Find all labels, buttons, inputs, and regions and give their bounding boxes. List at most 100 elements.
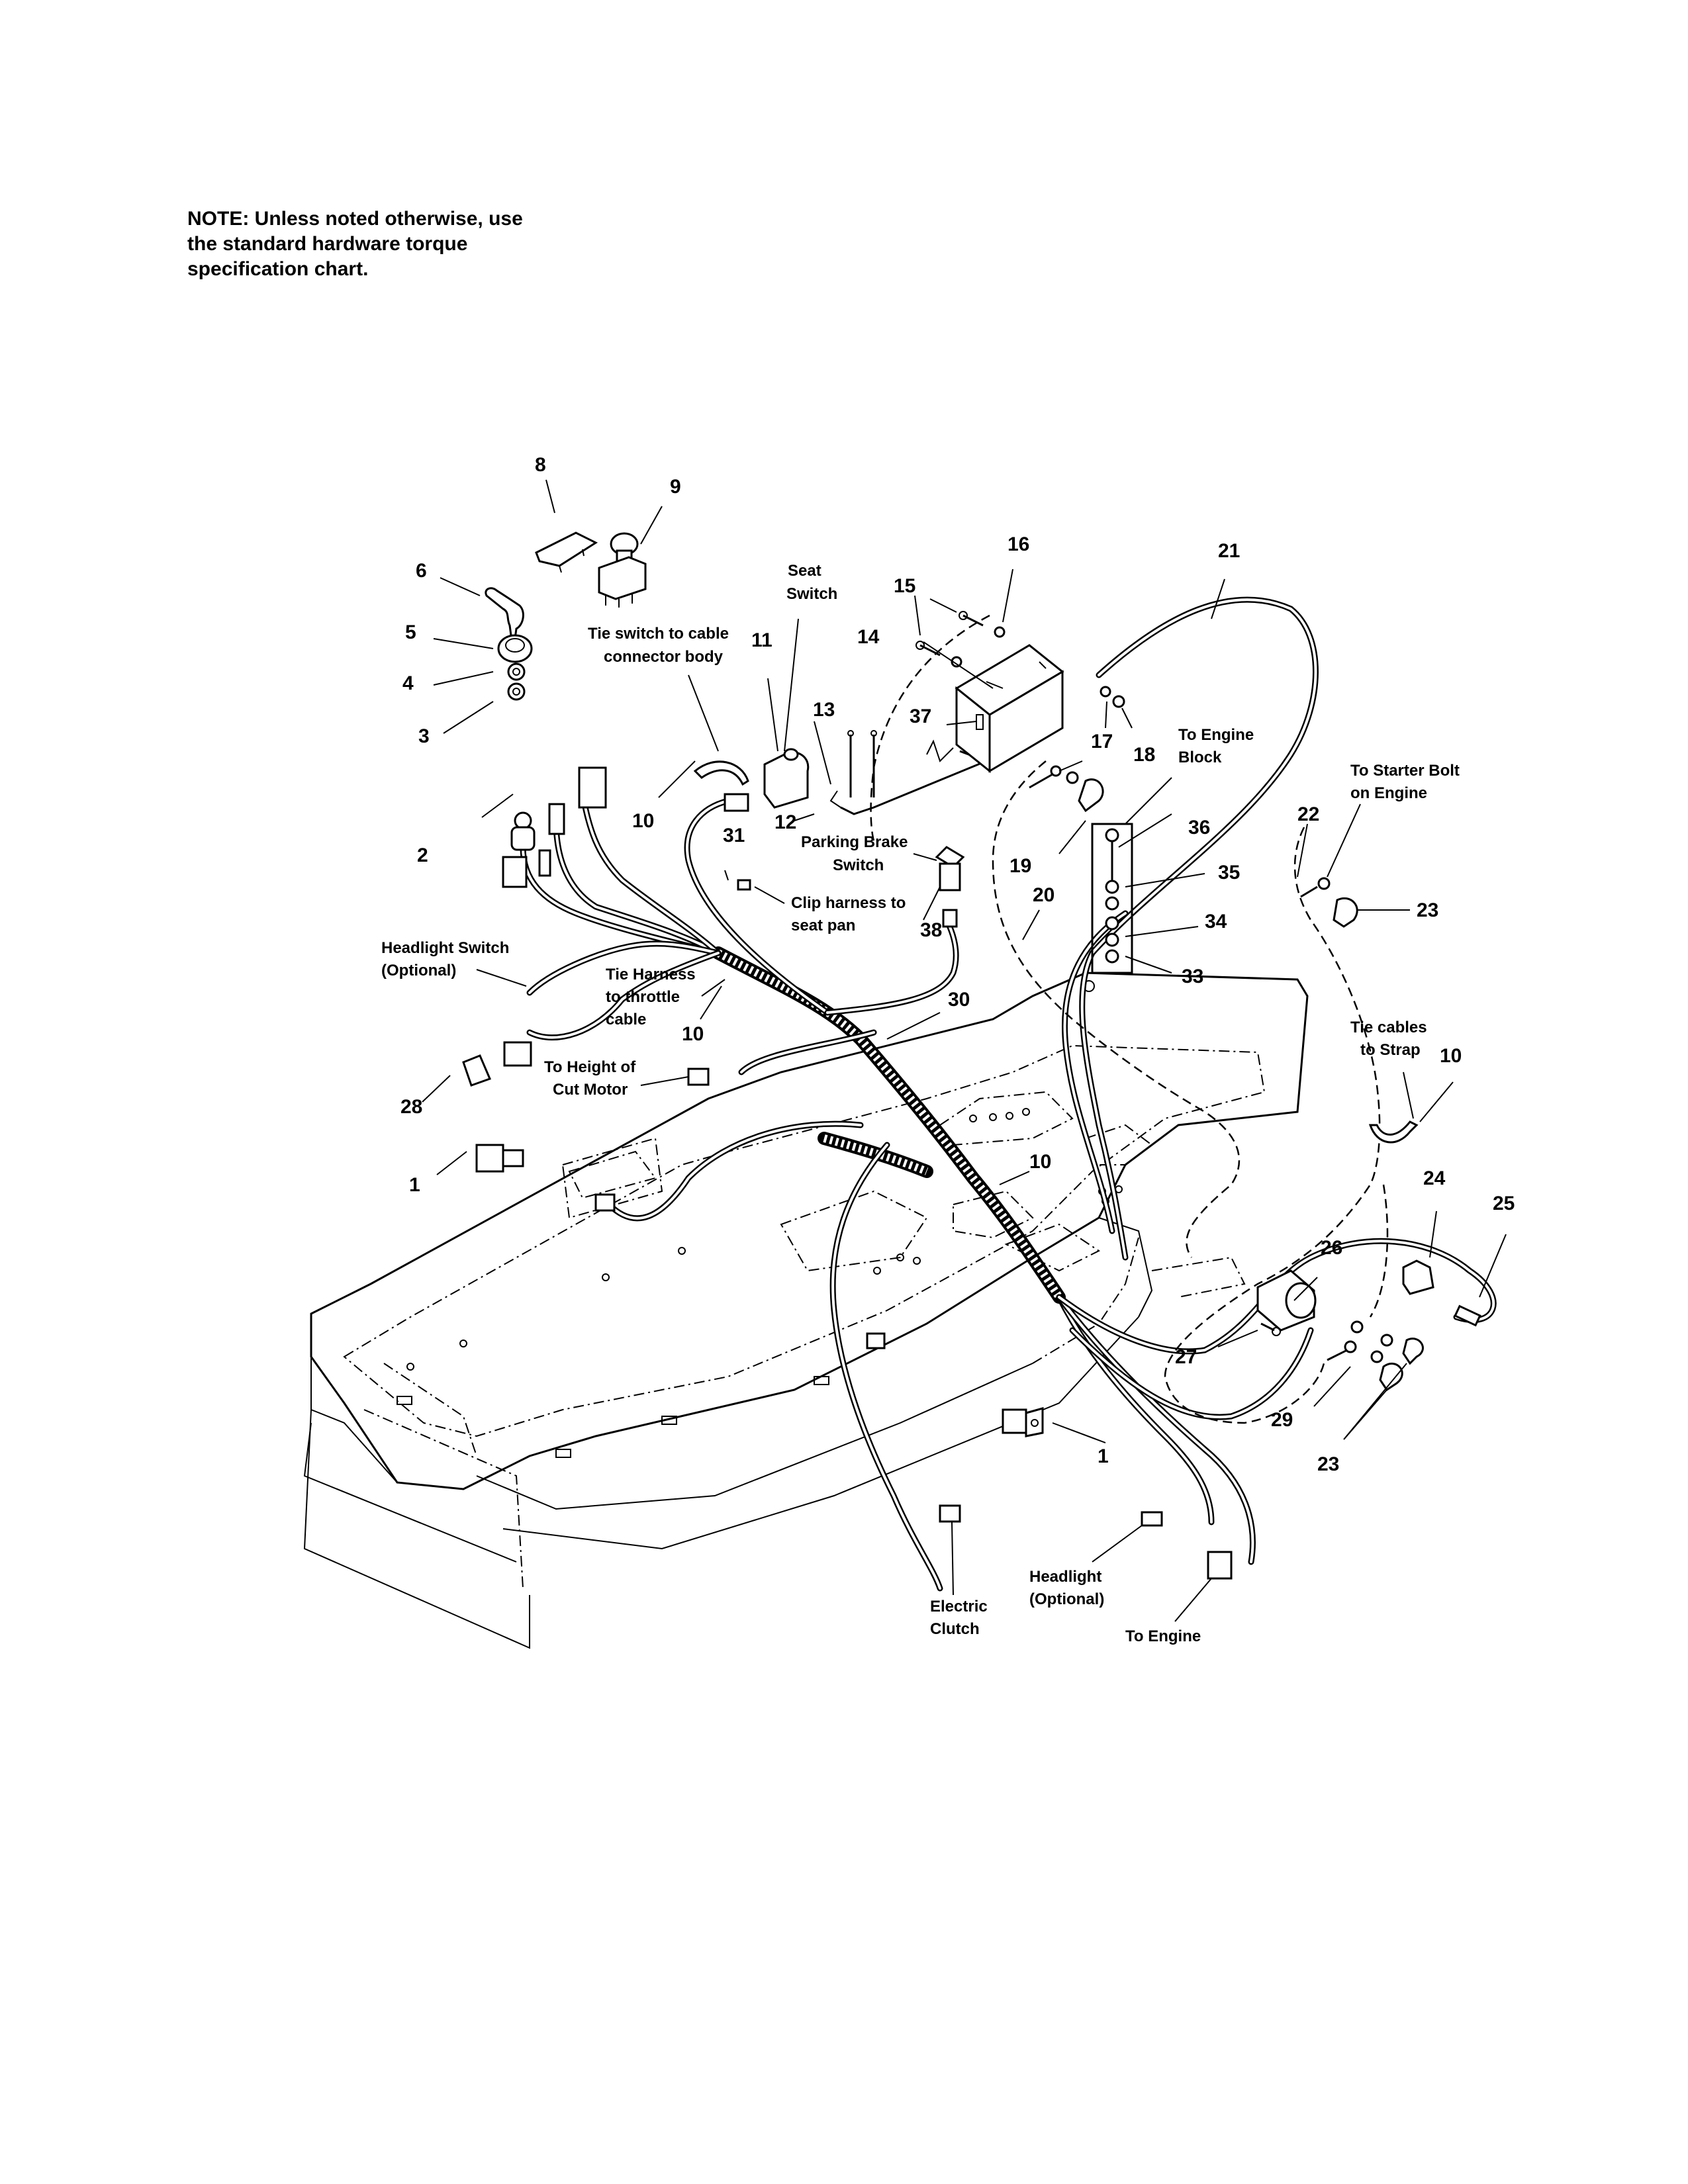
annotation-to-engine: To Engine [1125, 1627, 1201, 1645]
svg-text:seat pan: seat pan [791, 917, 855, 934]
callout-1-left: 1 [409, 1174, 420, 1196]
part-27-screw [1260, 1322, 1281, 1336]
svg-text:To Height of: To Height of [544, 1058, 636, 1076]
annotation-tie-harness: Tie Harness to throttle cable [606, 966, 696, 1028]
callout-27: 27 [1175, 1346, 1197, 1368]
callout-13: 13 [813, 699, 835, 721]
part-15-battery-screws [915, 611, 984, 657]
annotations: Seat Switch Tie switch to cable connecto… [381, 562, 1460, 1645]
callout-35: 35 [1218, 862, 1240, 884]
part-3-washer [507, 682, 526, 701]
callout-20: 20 [1033, 884, 1055, 906]
callout-10-center: 10 [1029, 1151, 1051, 1173]
connector-frame-left [594, 1193, 616, 1212]
part-14-battery [955, 644, 1064, 774]
annotation-tie-switch-to-cable: Tie switch to cable connector body [588, 625, 729, 666]
part-38-parking-brake-switch [935, 846, 965, 928]
callout-36: 36 [1188, 817, 1210, 839]
callout-30: 30 [948, 989, 970, 1011]
callout-22: 22 [1297, 803, 1319, 825]
part-29-23-solenoid-terminals [1327, 1320, 1424, 1392]
part-25-cable-end [1454, 1304, 1481, 1327]
callout-28: 28 [400, 1096, 422, 1118]
svg-text:Headlight Switch: Headlight Switch [381, 939, 509, 957]
svg-text:Seat: Seat [788, 562, 821, 580]
part-26-starter-solenoid [1256, 1269, 1317, 1332]
part-33-36-engine-block-hardware [1091, 823, 1133, 974]
part-10-cable-tie [693, 760, 749, 786]
callout-31: 31 [723, 825, 745, 846]
main-wire-harness [520, 596, 1497, 1592]
svg-text:Headlight: Headlight [1029, 1568, 1102, 1586]
annotation-clip-harness: Clip harness to seat pan [791, 894, 906, 934]
callout-29: 29 [1271, 1409, 1293, 1431]
part-9-pto-switch [598, 532, 647, 608]
annotation-headlight: Headlight (Optional) [1029, 1568, 1104, 1608]
callout-38: 38 [920, 919, 942, 941]
connector-to-engine [1207, 1551, 1233, 1580]
callout-8: 8 [535, 454, 546, 476]
callout-5: 5 [405, 621, 416, 643]
callout-25: 25 [1493, 1193, 1515, 1214]
callout-19: 19 [1009, 855, 1031, 877]
callout-numbers: 8 9 6 5 4 3 11 10 13 12 15 16 14 37 21 1… [400, 454, 1515, 1475]
connector-height-of-cut [687, 1068, 710, 1086]
annotation-to-starter-bolt: To Starter Bolt on Engine [1350, 762, 1460, 802]
callout-9: 9 [670, 476, 681, 498]
part-16-17-18-hardware [951, 626, 1125, 813]
annotation-tie-cables-to-strap: Tie cables to Strap [1350, 1019, 1427, 1059]
callout-10-right: 10 [1440, 1045, 1462, 1067]
callout-3: 3 [418, 725, 430, 747]
svg-text:Tie switch to cable: Tie switch to cable [588, 625, 729, 643]
connector-electric-clutch [939, 1504, 961, 1523]
part-1-interlock-switch [475, 1144, 524, 1173]
svg-text:Tie cables: Tie cables [1350, 1019, 1427, 1036]
svg-text:To Starter Bolt: To Starter Bolt [1350, 762, 1460, 780]
svg-text:cable: cable [606, 1011, 646, 1028]
part-5-bezel [497, 634, 533, 663]
svg-text:To Engine: To Engine [1178, 726, 1254, 744]
part-11-seat-switch [724, 748, 810, 812]
part-24-relay [1402, 1259, 1434, 1295]
connector-headlight [1141, 1511, 1163, 1527]
part-6-ignition-key [485, 587, 524, 641]
svg-text:Switch: Switch [786, 585, 837, 603]
annotation-headlight-switch: Headlight Switch (Optional) [381, 939, 509, 979]
callout-34: 34 [1205, 911, 1227, 933]
callout-23-lower: 23 [1317, 1453, 1339, 1475]
annotation-height-of-cut: To Height of Cut Motor [544, 1058, 636, 1099]
svg-text:Clutch: Clutch [930, 1620, 980, 1638]
callout-12: 12 [774, 811, 796, 833]
svg-text:connector body: connector body [604, 648, 724, 666]
callout-21: 21 [1218, 540, 1240, 562]
callout-33: 33 [1182, 966, 1203, 987]
chassis-frame [303, 972, 1309, 1649]
annotation-electric-clutch: Electric Clutch [930, 1598, 988, 1638]
callout-10-upper: 10 [632, 810, 654, 832]
svg-text:Switch: Switch [833, 856, 884, 874]
part-8-switch-cover [535, 531, 598, 573]
callout-11: 11 [751, 629, 773, 651]
part-28-headlight-switch [462, 1041, 532, 1087]
svg-text:Cut Motor: Cut Motor [553, 1081, 628, 1099]
leader-lines [422, 479, 1507, 1622]
part-1-interlock-switch-lower [1002, 1407, 1044, 1437]
part-10-strap-tie [1368, 1120, 1419, 1144]
callout-24: 24 [1423, 1167, 1446, 1189]
routing-hidden-lines [870, 614, 1389, 1424]
svg-text:to throttle: to throttle [606, 988, 680, 1006]
callout-14: 14 [857, 626, 880, 648]
annotation-to-engine-block: To Engine Block [1178, 726, 1254, 766]
annotation-parking-brake-switch: Parking Brake Switch [801, 833, 908, 874]
callout-26: 26 [1321, 1237, 1342, 1259]
callout-17: 17 [1091, 731, 1113, 752]
part-22-23-starter-terminal [1300, 877, 1358, 928]
svg-text:Electric: Electric [930, 1598, 988, 1615]
callout-2: 2 [417, 844, 428, 866]
annotation-seat-switch: Seat Switch [786, 562, 837, 603]
svg-text:Clip harness to: Clip harness to [791, 894, 906, 912]
svg-text:on Engine: on Engine [1350, 784, 1427, 802]
callout-10-mid: 10 [682, 1023, 704, 1045]
svg-text:Tie Harness: Tie Harness [606, 966, 696, 983]
